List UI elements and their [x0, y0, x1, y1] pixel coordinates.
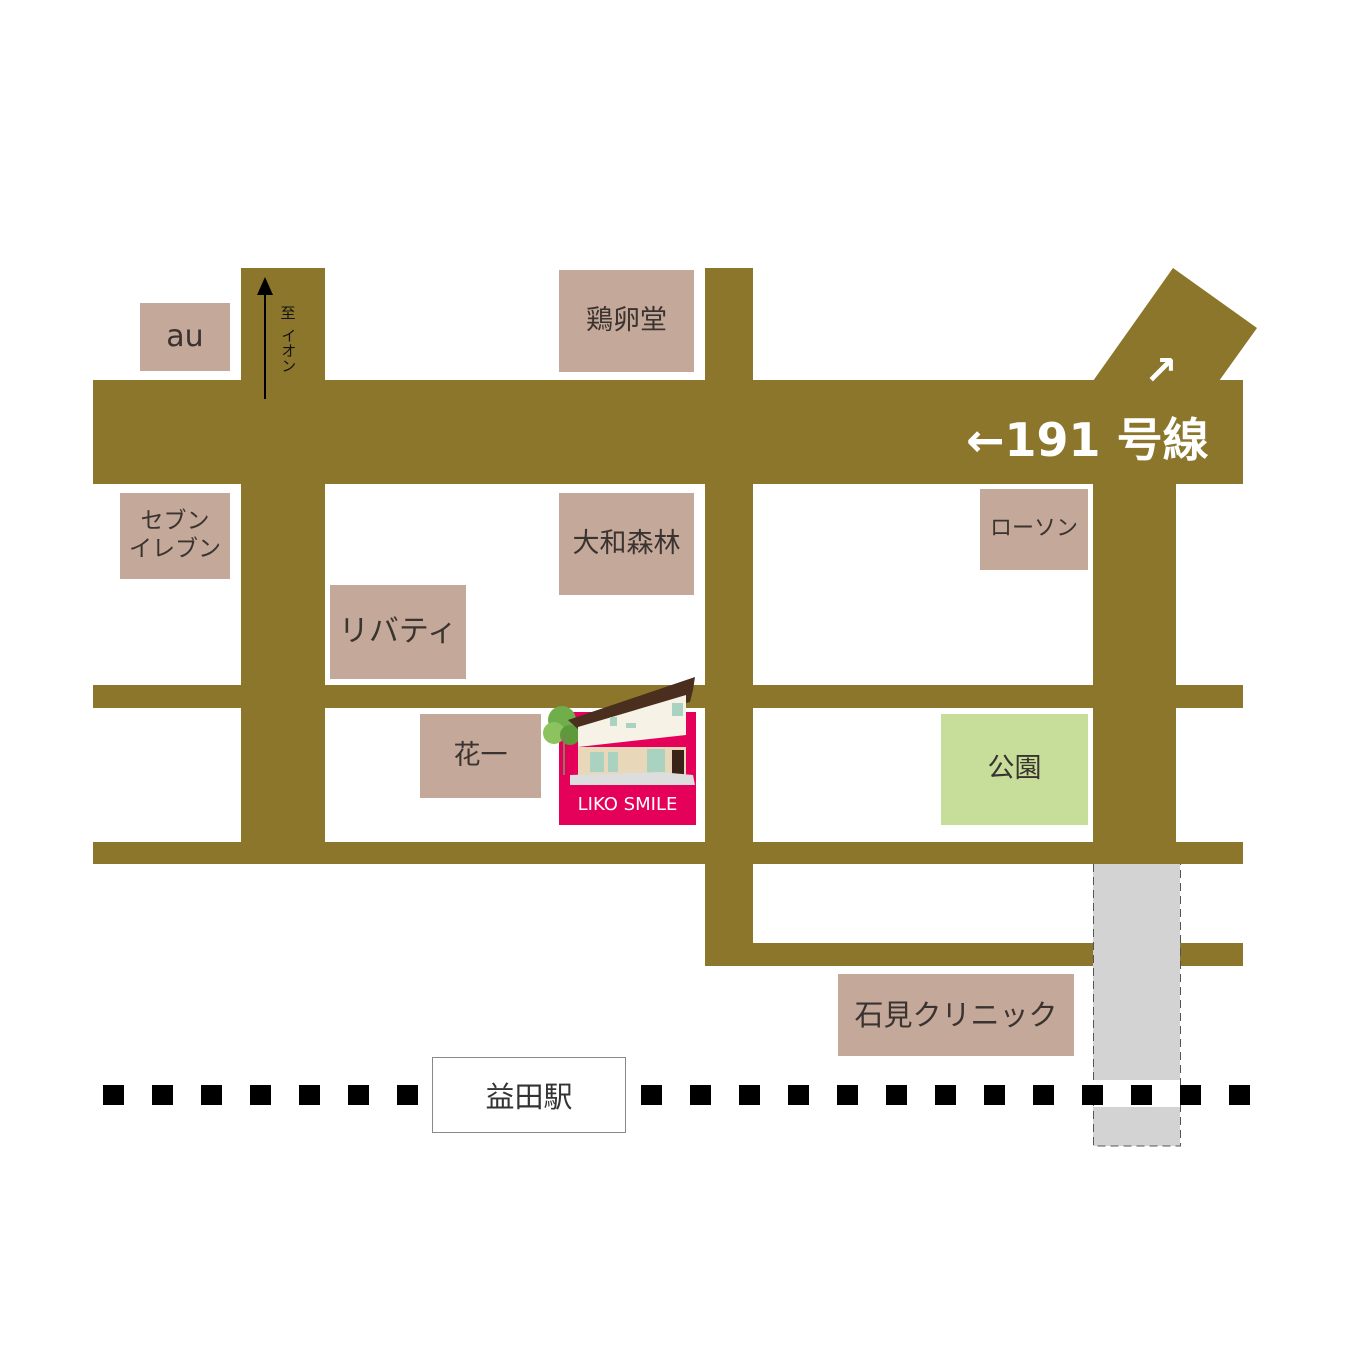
shop-name: LIKO SMILE	[577, 794, 678, 815]
building-hanaichi: 花一	[420, 714, 541, 798]
masuda-station: 益田駅	[432, 1057, 626, 1133]
arrow-northeast-icon: ↗	[1144, 348, 1178, 394]
direction-label: 至 イオン	[278, 305, 298, 373]
seven-line2: イレブン	[129, 536, 221, 562]
direction-to: 至	[280, 304, 296, 322]
road-horizontal-lower	[93, 842, 1243, 864]
building-seven-eleven: セブン イレブン	[120, 493, 230, 579]
road-vertical-left	[241, 268, 325, 864]
park: 公園	[941, 714, 1088, 825]
route-191-label: ←191 号線	[966, 413, 1209, 467]
building-keirando: 鶏卵堂	[559, 270, 694, 372]
building-au: au	[140, 303, 230, 371]
arrow-up-icon	[257, 277, 273, 399]
building-daiwa: 大和森林	[559, 493, 694, 595]
seven-line1: セブン	[140, 508, 210, 535]
shop-building-illustration	[543, 677, 695, 785]
building-liberty: リバティ	[330, 585, 466, 679]
direction-aeon: イオン	[279, 327, 298, 373]
building-lawson: ローソン	[980, 489, 1088, 570]
road-vertical-right	[1093, 484, 1176, 864]
building-clinic: 石見クリニック	[838, 974, 1074, 1056]
